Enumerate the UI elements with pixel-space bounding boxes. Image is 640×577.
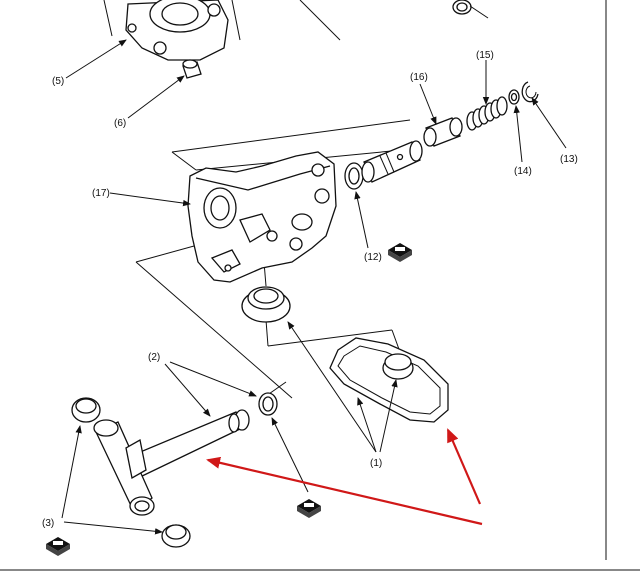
callout-14: (14) bbox=[514, 166, 532, 177]
callout-17: (17) bbox=[92, 188, 110, 199]
upper-housing bbox=[103, 0, 341, 61]
callout-5: (5) bbox=[52, 76, 64, 87]
o-ring-12 bbox=[344, 162, 364, 190]
strainer-1 bbox=[329, 337, 449, 423]
highlight-arrow-up bbox=[446, 428, 482, 505]
valve-spool bbox=[361, 140, 423, 183]
callout-15: (15) bbox=[476, 50, 494, 61]
spring-15 bbox=[466, 96, 508, 131]
callout-2: (2) bbox=[148, 352, 160, 363]
grommet-lower bbox=[161, 524, 191, 548]
grease-icon bbox=[297, 499, 321, 518]
callout-1: (1) bbox=[370, 458, 382, 469]
pin-6 bbox=[182, 59, 202, 79]
callout-16: (16) bbox=[410, 72, 428, 83]
top-ring bbox=[452, 0, 489, 19]
callout-13: (13) bbox=[560, 154, 578, 165]
seal-ring bbox=[241, 286, 291, 323]
callout-6: (6) bbox=[114, 118, 126, 129]
washer-14 bbox=[508, 89, 520, 105]
highlight-arrow-left bbox=[206, 456, 483, 526]
pump-body-17 bbox=[187, 151, 337, 283]
callout-12: (12) bbox=[364, 252, 382, 263]
sleeve-16 bbox=[423, 117, 463, 147]
grease-icon bbox=[46, 537, 70, 556]
grease-icon bbox=[388, 243, 412, 262]
pipe-2 bbox=[93, 409, 250, 516]
callout-3: (3) bbox=[42, 518, 54, 529]
leader-lines bbox=[61, 39, 567, 535]
snap-ring-13 bbox=[521, 81, 539, 103]
grommet-upper bbox=[71, 397, 101, 423]
pipe-o-ring bbox=[258, 392, 278, 416]
